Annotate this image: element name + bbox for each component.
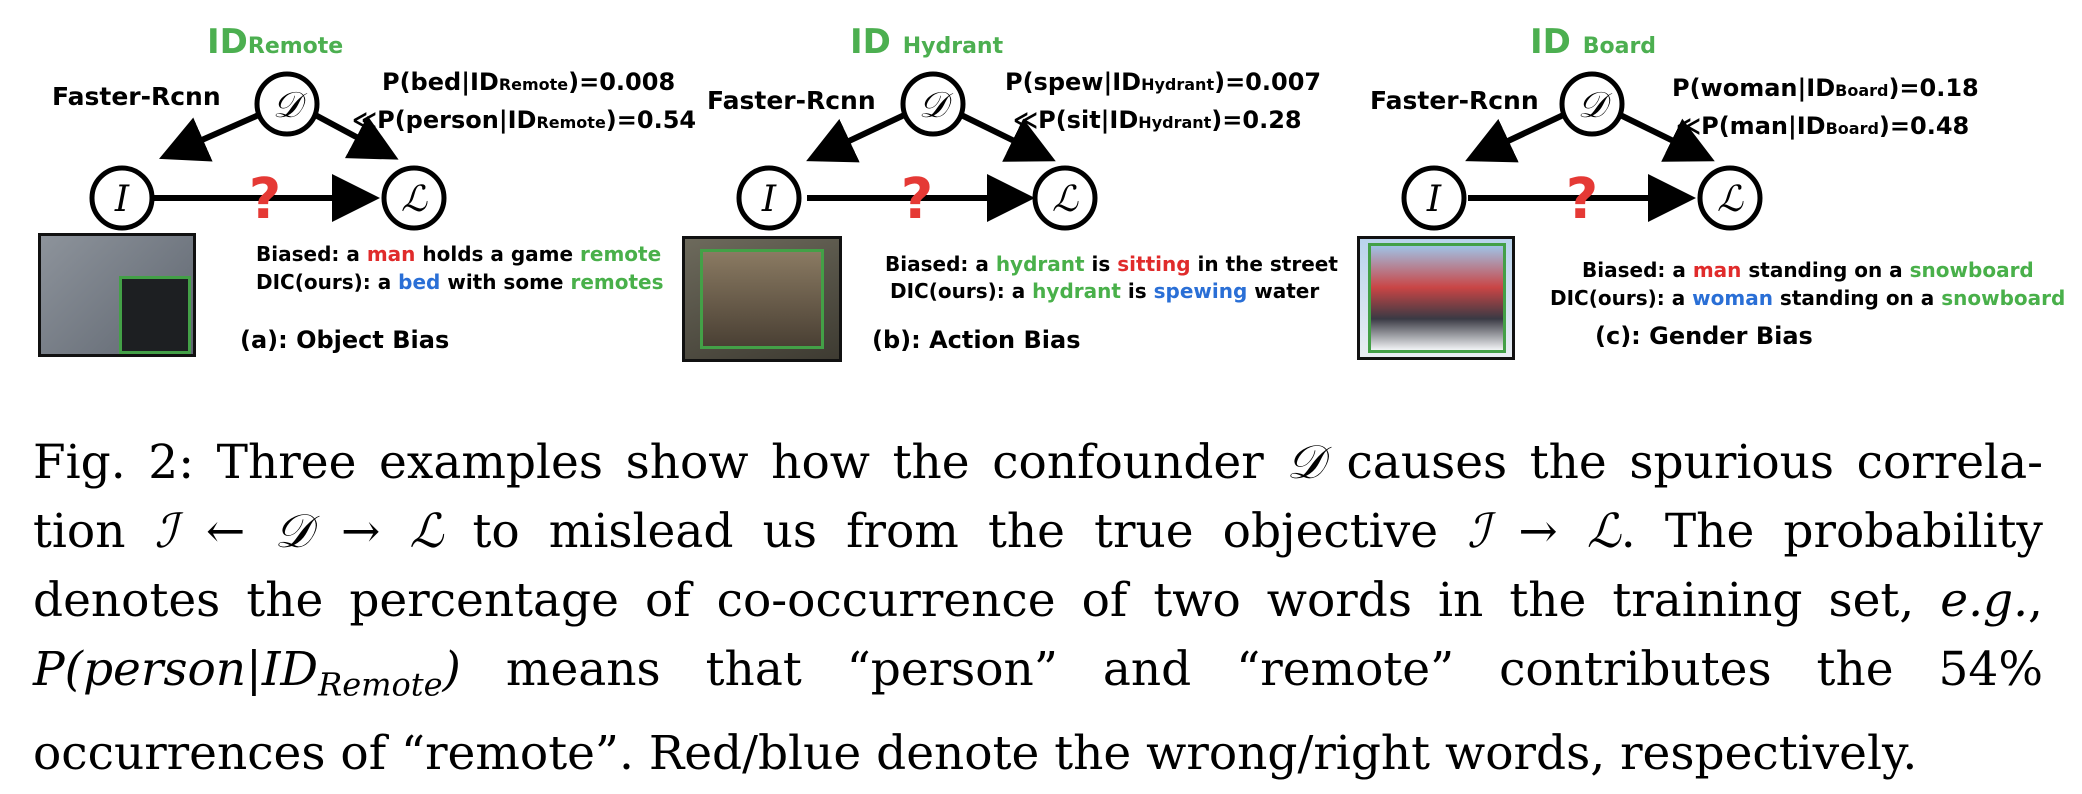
- caption-line-2: tion ℐ ← 𝒟 → ℒ to mislead us from the tr…: [33, 504, 2043, 559]
- dic-caption: DIC(ours): a hydrant is spewing water: [890, 279, 1320, 303]
- caption-line-3: denotes the percentage of co-occurrence …: [33, 573, 2043, 628]
- detection-box: [700, 249, 824, 349]
- detector-label: Faster-Rcnn: [52, 82, 221, 111]
- svg-text:I: I: [1426, 179, 1442, 220]
- detection-box: [1368, 243, 1506, 353]
- svg-text:ℒ: ℒ: [401, 179, 428, 220]
- svg-text:?: ?: [901, 167, 933, 232]
- probability-1: P(bed|IDRemote)=0.008: [382, 68, 676, 96]
- biased-caption: Biased: a man holds a game remote: [256, 242, 662, 266]
- node-i: [1401, 165, 1467, 231]
- panel-label: (c): Gender Bias: [1595, 322, 1813, 350]
- id-label: ID Hydrant: [850, 22, 1004, 62]
- caption-line-4: P(person|IDRemote) means that “person” a…: [33, 642, 2043, 704]
- node-l: [1697, 165, 1763, 231]
- svg-text:ℒ: ℒ: [1052, 179, 1079, 220]
- probability-1: P(spew|IDHydrant)=0.007: [1005, 68, 1322, 96]
- dic-caption: DIC(ours): a bed with some remotes: [256, 270, 664, 294]
- causal-graph: 𝒟 I ℒ ?: [1401, 71, 1763, 232]
- svg-text:?: ?: [249, 167, 281, 232]
- svg-text:?: ?: [1566, 167, 1598, 232]
- figure-caption: Fig. 2: Three examples show how the conf…: [33, 428, 2043, 788]
- svg-text:I: I: [114, 179, 130, 220]
- photo-remote: [38, 233, 196, 357]
- biased-caption: Biased: a hydrant is sitting in the stre…: [885, 252, 1338, 276]
- dic-caption: DIC(ours): a woman standing on a snowboa…: [1550, 286, 2066, 310]
- id-label: ID Board: [1530, 22, 1657, 62]
- panel-label: (a): Object Bias: [240, 326, 450, 354]
- node-d: [254, 71, 320, 137]
- photo-snowboard: [1357, 236, 1515, 360]
- node-l: [1032, 165, 1098, 231]
- node-l: [381, 165, 447, 231]
- causal-graph: 𝒟 I ℒ ?: [89, 71, 447, 232]
- node-d: [900, 71, 966, 137]
- photo-hydrant: [682, 236, 842, 362]
- caption-line-5: occurrences of “remote”. Red/blue denote…: [33, 726, 1918, 782]
- detector-label: Faster-Rcnn: [1370, 86, 1539, 115]
- svg-text:ℒ: ℒ: [1717, 179, 1744, 220]
- id-label: IDRemote: [207, 22, 344, 62]
- detection-box: [119, 276, 191, 354]
- panel-label: (b): Action Bias: [872, 326, 1081, 354]
- svg-text:I: I: [761, 179, 777, 220]
- probability-1: P(woman|IDBoard)=0.18: [1672, 74, 1979, 102]
- node-i: [736, 165, 802, 231]
- node-i: [89, 165, 155, 231]
- causal-graph: 𝒟 I ℒ ?: [736, 71, 1098, 232]
- node-d: [1559, 71, 1625, 137]
- caption-line-1: Fig. 2: Three examples show how the conf…: [33, 435, 2043, 490]
- biased-caption: Biased: a man standing on a snowboard: [1582, 258, 2034, 282]
- detector-label: Faster-Rcnn: [707, 86, 876, 115]
